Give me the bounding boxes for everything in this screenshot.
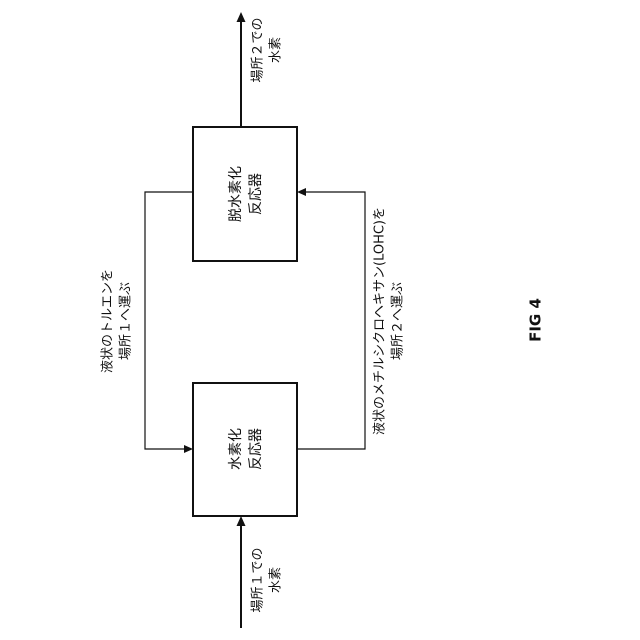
lohc-transport-arrow (297, 188, 365, 449)
toluene-return-label: 液状のトルエンを 場所１へ運ぶ (101, 269, 134, 373)
toluene-return-line2: 場所１へ運ぶ (119, 282, 134, 360)
hydrogenation-reactor-line2: 反応器 (248, 428, 264, 470)
figure-label-group: FIG 4 (527, 298, 545, 342)
hydrogen-location1-line2: 水素 (269, 567, 284, 593)
lohc-transport-label: 液状のメチルシクロヘキサン(LOHC)を 場所２へ運ぶ (373, 207, 406, 435)
hydrogen-location2-line1: 場所２での (251, 17, 266, 82)
lohc-transport-line1: 液状のメチルシクロヘキサン(LOHC)を (373, 207, 388, 435)
lohc-transport-line2: 場所２へ運ぶ (391, 282, 406, 360)
hydrogenation-reactor-box (193, 383, 297, 516)
hydrogen-location1-label: 場所１での 水素 (251, 547, 284, 612)
hydrogen-location1-line1: 場所１での (251, 547, 266, 612)
toluene-return-arrow (145, 192, 193, 453)
hydrogenation-reactor-line1: 水素化 (228, 428, 244, 470)
hydrogen-location2-label: 場所２での 水素 (251, 17, 284, 82)
dehydrogenation-reactor-box (193, 127, 297, 261)
hydrogen-output-arrow (237, 12, 246, 126)
toluene-return-line1: 液状のトルエンを (101, 269, 116, 373)
dehydrogenation-reactor-line2: 反応器 (248, 173, 264, 215)
hydrogen-location2-line2: 水素 (269, 37, 284, 63)
figure-label: FIG 4 (527, 298, 545, 342)
hydrogen-input-arrow (237, 516, 246, 628)
dehydrogenation-reactor-line1: 脱水素化 (228, 166, 244, 222)
